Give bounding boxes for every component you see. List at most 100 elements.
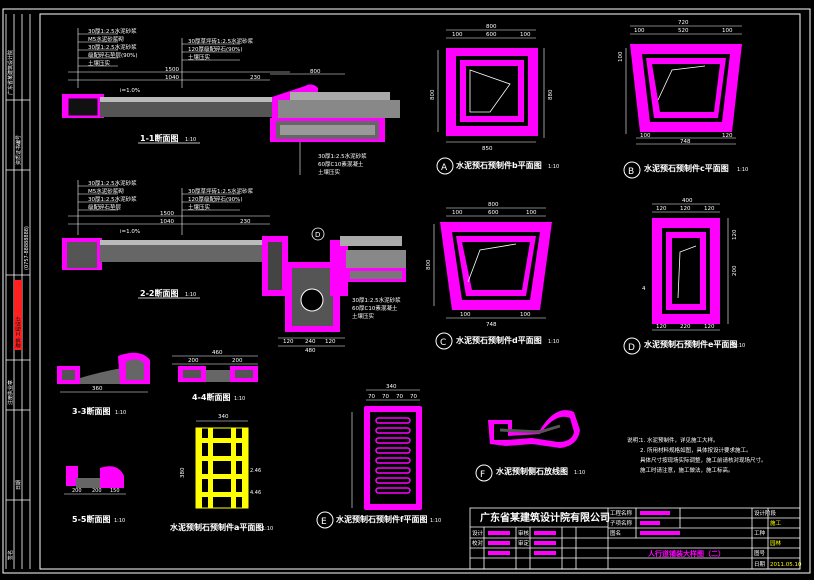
s11-layer-1: M5水泥砂浆砌 [88,35,124,43]
a-dim-top: 800 [486,24,497,30]
marker-e [316,511,334,529]
s55-left [66,466,78,486]
s11-layer-3: 级配碎石垫层(90%) [88,51,138,59]
s11-fill-right [278,100,400,118]
s22-wall-left-core [268,242,282,290]
plan-d-scale: 1:10 [734,343,745,349]
c-dim-side: 800 [426,259,432,270]
tb-label-no: 图号 [754,549,766,557]
side-cell-5: 日期 [16,480,22,490]
a-dim-bot: 850 [482,146,493,152]
side-cell-0: 广东省某建筑设计院 [7,50,14,95]
section-1-1: 30厚1:2.5水泥砂浆 M5水泥砂浆砌 30厚1:2.5水泥砂浆 级配碎石垫层… [62,27,400,176]
c-dim-bot: 748 [486,322,497,328]
tb-value-stage: 施工 [770,519,782,527]
s22b-layer-0: 30厚草坪砖1:2.5水泥砂浆 [188,187,254,195]
s44-dim-b: 200 [232,358,243,364]
b-dim-bot-l: 100 [640,133,651,139]
s22b-layer-1: 120厚级配碎石(90%) [188,195,243,203]
s22-dim-top: 1500 [160,211,174,217]
tb-value-type: 园林 [770,539,782,547]
marker-a-letter: A [441,163,448,173]
marker-e-letter: E [321,517,327,527]
tb-value-date: 2011.05.10 [770,562,802,568]
plan-e-scale: 1:10 [430,518,441,524]
s55-dim-b: 200 [92,488,102,494]
s22c-layer-1: 60厚C10素混凝土 [352,304,398,312]
notes-line-0: 1. 水泥预制件，详见施工大样。 [640,436,719,444]
tb-label-date: 日期 [754,561,766,568]
s22-caption: 2-2断面图 [140,288,178,298]
s22-marker-d-letter: D [315,231,320,239]
tb-drawing-title: 人行道铺装大样图（二） [648,549,725,558]
plan-d-caption: 水泥预制石预制件e平面图 [643,339,737,349]
s22-pipe [300,288,324,312]
s22-dim-bot: 480 [305,348,316,354]
d-dim-sub-r: 120 [704,206,715,212]
side-red-block [14,280,22,350]
marker-b-letter: B [628,167,634,177]
tb-label-stage: 设计阶段 [754,509,777,517]
marker-c-letter: C [440,338,446,348]
s11-layer-4: 土壤压实 [88,59,111,67]
plan-bottom-scale: 1:10 [262,526,273,532]
s22-paving-top [100,240,270,245]
s22c-layer-2: 土壤压实 [352,312,375,320]
plan-c-scale: 1:10 [548,339,559,345]
s11-dim-sub: 1040 [165,75,179,81]
marker-d-letter: D [628,343,635,353]
a-dim-sub-r: 100 [520,32,531,38]
grid-dim-side: 380 [180,467,186,478]
s11b-layer-0: 30厚草坪砖1:2.5水泥砂浆 [188,37,254,45]
a-dim-side-r: 880 [548,89,554,100]
s22-dim-b3: 120 [325,339,336,345]
tb-company: 广东省某建筑设计院有限公司 [480,511,610,524]
s33-caption: 3-3断面图 [72,406,110,416]
c-dim-sub-m: 600 [488,210,499,216]
s11-top-layer [290,92,390,100]
s11-paving-top [100,97,280,102]
s22-layer-3: 级配碎石垫层 [88,203,122,211]
s22-layer-1: M5水泥砂浆砌 [88,187,124,195]
d-dim-top: 400 [682,198,693,204]
notes-line-1: 2. 所用材料规格如图，具体按设计要求施工。 [640,446,752,454]
title-block: 广东省某建筑设计院有限公司 工程名称 子项名称 设计 校对 审核 审定 图名 设… [469,507,802,570]
c-dim-sub-r: 100 [526,210,537,216]
a-dim-sub-m: 600 [486,32,497,38]
tb-label-drawing: 图名 [610,529,621,537]
s22-marker-d [311,227,325,241]
s44-dim-a: 200 [188,358,199,364]
notes-line-3: 施工时请注意，施工做法，施工标高。 [640,466,734,474]
plan-bottom-caption: 水泥预制石预制件a平面图 [169,522,263,532]
marker-f-letter: F [480,470,485,480]
s22-dim-b2: 240 [305,339,316,345]
s44-caption: 4-4断面图 [192,392,230,402]
marker-c [435,332,453,350]
e-dim-d: 70 [410,394,417,400]
s22b-layer-2: 土壤压实 [188,203,211,211]
c-dim-top: 800 [488,202,499,208]
d-dim-sub-l: 120 [656,206,667,212]
plan-f: F 水泥预制侧石放线图 1:10 [475,410,585,482]
s22-scale: 1:10 [185,292,196,298]
s22-slope: i=1.0% [120,229,140,235]
s33-body [80,368,122,384]
plan-f-scale: 1:10 [574,470,585,476]
plan-a: 800 100 600 100 800 880 850 A 水泥预石预制件b平面… [430,24,559,175]
s11-layer-0: 30厚1:2.5水泥砂浆 [88,27,137,35]
s55-scale: 1:10 [114,518,125,524]
tb-label-audit: 审核 [518,529,530,537]
e-slots [375,417,411,494]
grid-note-2: 4.46 [250,490,261,496]
plan-a-scale: 1:10 [548,164,559,170]
d-dim-side-r2: 120 [732,229,738,240]
s22-wall-right [330,240,348,296]
s22-curb-core [67,242,97,268]
marker-b [623,161,641,179]
s55-right [100,466,124,488]
notes-title: 说明： [627,436,644,444]
s33-dim-w: 360 [92,386,103,392]
s11-curb-core [67,97,99,117]
